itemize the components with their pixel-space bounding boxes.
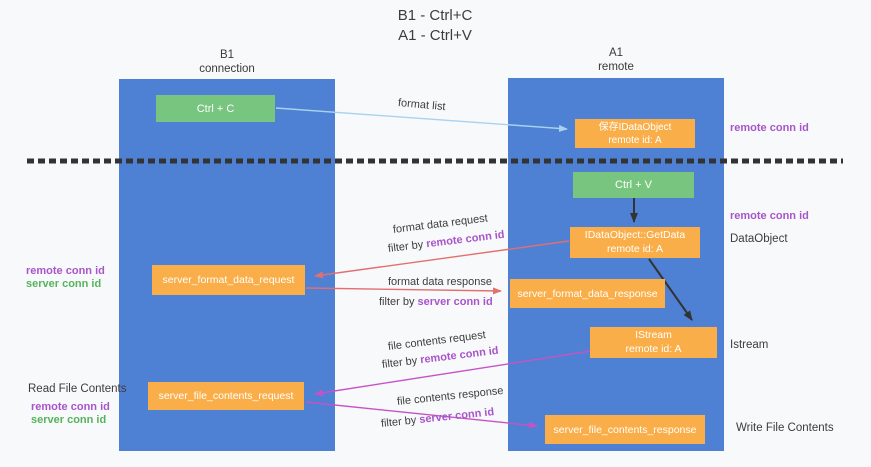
server-format-data-request-label: server_format_data_request bbox=[162, 274, 295, 286]
title-line-1: B1 - Ctrl+C bbox=[397, 7, 473, 24]
read-file-contents-label: Read File Contents bbox=[28, 383, 127, 395]
server-format-data-request-box: server_format_data_request bbox=[152, 265, 305, 295]
ctrl-c-label: Ctrl + C bbox=[196, 102, 235, 115]
format-data-request-arrow bbox=[314, 240, 570, 279]
lane-a1-name: A1 bbox=[608, 47, 624, 59]
idataobject-getdata-box: IDataObject::GetData remote id: A bbox=[570, 227, 700, 258]
server-conn-id-text: server conn id bbox=[417, 296, 493, 308]
server-conn-id-label-format-left: server conn id bbox=[26, 278, 102, 290]
ctrl-c-box: Ctrl + C bbox=[156, 95, 275, 122]
server-file-contents-response-label: server_file_contents_response bbox=[553, 423, 697, 436]
server-format-data-response-box: server_format_data_response bbox=[510, 279, 665, 308]
lane-b1-name: B1 bbox=[219, 49, 235, 61]
server-conn-id-label-file-left: server conn id bbox=[31, 414, 107, 426]
title-line-2: A1 - Ctrl+V bbox=[398, 26, 472, 44]
filter-by-server-conn-id-label-1: filter by server conn id bbox=[379, 296, 493, 308]
ctrl-v-box: Ctrl + V bbox=[573, 172, 694, 198]
format-data-response-arrow bbox=[305, 287, 502, 295]
server-file-contents-request-box: server_file_contents_request bbox=[148, 382, 304, 410]
save-idataobject-line1: 保存IDataObject bbox=[598, 121, 672, 133]
lane-b1-role: connection bbox=[199, 63, 255, 76]
conn-id-labels-file: remote conn id server conn id bbox=[31, 401, 110, 427]
istream-side-label: Istream bbox=[730, 339, 769, 351]
save-idataobject-box: 保存IDataObject remote id: A bbox=[575, 119, 695, 148]
conn-id-labels-format: remote conn id server conn id bbox=[26, 265, 105, 291]
remote-conn-id-label-format-left: remote conn id bbox=[26, 265, 105, 277]
save-idataobject-line2: remote id: A bbox=[608, 134, 662, 146]
filter-by-text: filter by bbox=[379, 296, 418, 308]
ctrl-v-label: Ctrl + V bbox=[615, 179, 652, 191]
write-file-contents-label: Write File Contents bbox=[736, 422, 834, 434]
dataobject-label: DataObject bbox=[730, 233, 788, 245]
format-list-arrow bbox=[275, 107, 568, 132]
diagram-title: B1 - Ctrl+C A1 - Ctrl+V bbox=[335, 6, 535, 46]
lane-header-b1: B1 connection bbox=[119, 48, 335, 77]
istream-box: IStream remote id: A bbox=[590, 327, 717, 358]
server-file-contents-response-box: server_file_contents_response bbox=[545, 415, 705, 444]
file-contents-response-arrow bbox=[305, 401, 538, 429]
getdata-to-istream-arrow bbox=[648, 258, 693, 321]
format-data-response-label: format data response bbox=[388, 276, 492, 288]
istream-line1: IStream bbox=[635, 328, 672, 341]
server-file-contents-request-label: server_file_contents_request bbox=[158, 390, 294, 402]
getdata-line2: remote id: A bbox=[606, 242, 664, 255]
remote-conn-id-label-file-left: remote conn id bbox=[31, 401, 110, 413]
remote-conn-id-label-top-right: remote conn id bbox=[730, 122, 809, 134]
file-contents-request-arrow bbox=[314, 350, 592, 397]
remote-conn-id-label-mid-right: remote conn id bbox=[730, 210, 809, 222]
lane-a1-role: remote bbox=[598, 61, 634, 74]
getdata-line1: IDataObject::GetData bbox=[584, 228, 686, 241]
server-format-data-response-label: server_format_data_response bbox=[517, 287, 658, 300]
lane-header-a1: A1 remote bbox=[508, 46, 724, 75]
istream-line2: remote id: A bbox=[625, 342, 682, 355]
